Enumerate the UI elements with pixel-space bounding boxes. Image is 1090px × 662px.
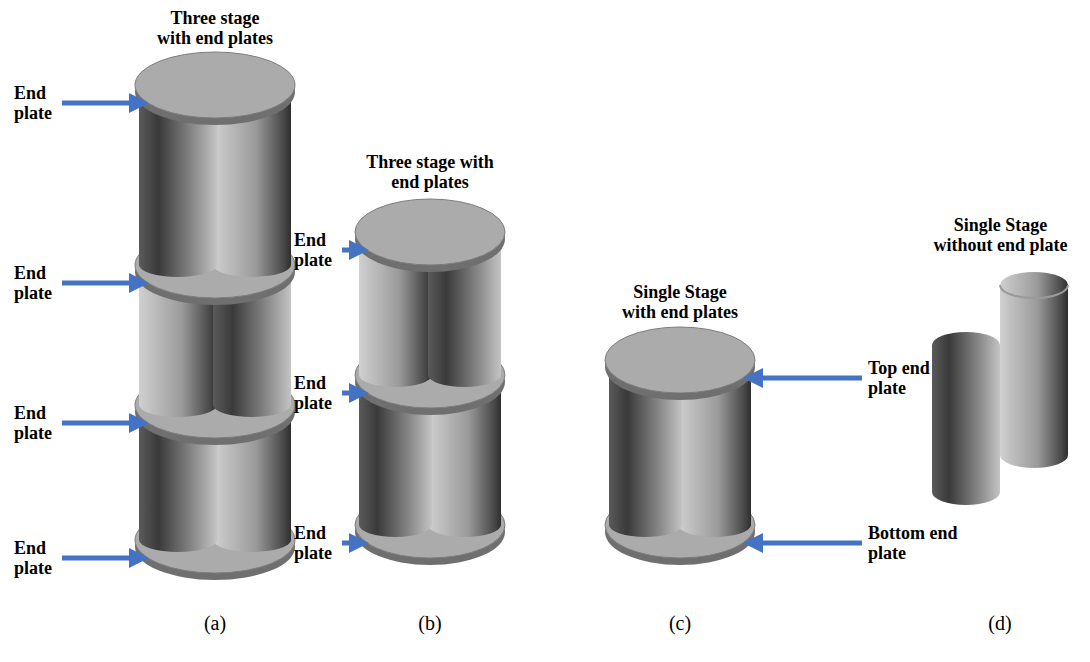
subfigure-caption: (b)	[405, 612, 455, 634]
part-label: End plate	[14, 83, 62, 123]
subfigure-caption: (c)	[655, 612, 705, 634]
part-label: End plate	[14, 403, 62, 443]
stage-title: Three stage with end plates	[362, 152, 498, 192]
leader-arrows	[62, 103, 862, 558]
subfigure-caption: (d)	[975, 612, 1025, 634]
part-label: End plate	[14, 538, 62, 578]
rotor-b	[355, 199, 505, 565]
part-label: Top end plate	[868, 358, 938, 398]
rotor-c	[605, 327, 755, 565]
stage-title: Three stage with end plates	[154, 8, 276, 48]
rotor-a	[135, 52, 295, 580]
rotor-d	[932, 272, 1068, 505]
part-label: End plate	[294, 230, 342, 270]
stage-title: Single Stage without end plate	[928, 215, 1073, 255]
part-label: End plate	[294, 523, 342, 563]
subfigure-caption: (a)	[190, 612, 240, 634]
part-label: End plate	[14, 263, 62, 303]
part-label: Bottom end plate	[868, 523, 964, 563]
stage-title: Single Stage with end plates	[619, 282, 741, 322]
part-label: End plate	[294, 373, 342, 413]
